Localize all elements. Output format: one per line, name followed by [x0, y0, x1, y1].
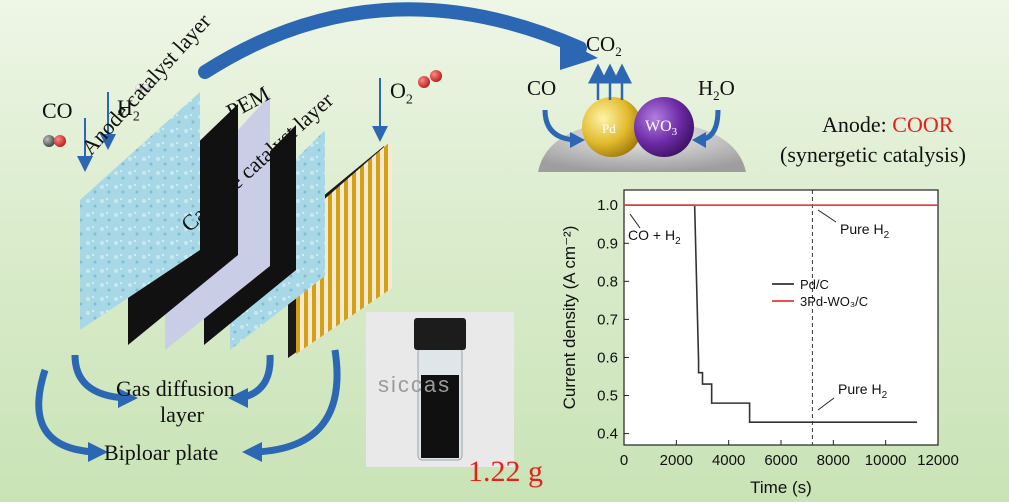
x-tick-label: 2000 [660, 452, 693, 469]
o2-molecule-a [418, 76, 430, 88]
plate-arrow-left [35, 368, 96, 456]
co-h2-pointer [629, 213, 641, 229]
y-tick-label: 0.9 [597, 235, 618, 252]
x-tick-label: 0 [620, 452, 628, 469]
o2-molecule-b [430, 70, 442, 82]
legend-label: Pd/C [800, 277, 829, 292]
x-tick-label: 6000 [764, 452, 797, 469]
transfer-arrow-head [560, 38, 598, 70]
x-tick-label: 10000 [865, 452, 907, 469]
wo3-particle [634, 97, 694, 157]
pure-h2-top-pointer [817, 209, 837, 223]
co-h2-annotation: CO + H2 [628, 227, 681, 247]
x-tick-label: 12000 [917, 452, 959, 469]
h2-input-label: H2 [117, 95, 140, 125]
bipolar-plate-stripes [296, 140, 392, 354]
plate-arrow-right-head [242, 442, 262, 462]
wo3-label: WO3 [645, 118, 678, 139]
co-molecule-carbon [43, 135, 55, 147]
gdl-arrow-left-head [118, 388, 138, 408]
bipolar-plate-label: Biploar plate [104, 440, 219, 465]
pure-h2-bottom-pointer [817, 397, 835, 411]
plot-area [623, 189, 939, 446]
synergetic-catalysis-label: (synergetic catalysis) [780, 142, 966, 167]
h2-molecule-b [143, 84, 151, 92]
co-molecule-oxygen [54, 135, 66, 147]
gdl-label-line1: Gas diffusion [116, 376, 235, 401]
vial-powder [421, 375, 459, 458]
gdl-arrow-left [71, 354, 126, 402]
x-tick-label: 4000 [712, 452, 745, 469]
mass-label: 1.22 g [468, 455, 543, 488]
co2-label: CO2 [586, 32, 622, 60]
co-reactant-label: CO [527, 76, 557, 100]
gas-diffusion-layer-anode [80, 92, 200, 330]
x-tick-label: 8000 [817, 452, 850, 469]
vial-cap [414, 318, 466, 350]
pd-particle [582, 97, 642, 157]
legend-label: 3Pd-WO₃/C [800, 294, 868, 309]
co-input-label: CO [42, 98, 73, 123]
y-tick-label: 0.6 [597, 349, 618, 366]
pure-h2-top-annotation: Pure H2 [840, 221, 890, 241]
y-tick-label: 0.5 [597, 388, 618, 405]
x-axis-label: Time (s) [750, 478, 812, 497]
gdl-arrow-right-head [228, 388, 248, 408]
y-tick-label: 1.0 [597, 197, 618, 214]
pure-h2-bottom-annotation: Pure H2 [838, 381, 888, 401]
h2o-label: H2O [698, 76, 735, 104]
pd-label: Pd [602, 121, 616, 136]
gdl-label-line2: layer [160, 402, 204, 427]
h2-molecule-a [135, 84, 143, 92]
o2-input-label: O2 [390, 78, 413, 108]
plate-arrow-right [254, 349, 341, 456]
y-tick-label: 0.4 [597, 426, 618, 443]
current-density-chart: 0 2000 4000 6000 8000 10000 12000 0.4 0.5 0.6 0.7 0… [560, 189, 959, 497]
y-axis-label: Current density (A cm⁻²) [560, 226, 579, 410]
series-line-pd-c [624, 204, 918, 423]
anode-reaction-label: Anode: COOR [822, 112, 954, 137]
y-tick-label: 0.7 [597, 311, 618, 328]
y-tick-label: 0.8 [597, 273, 618, 290]
vial-label-text: siccas [378, 372, 452, 397]
transfer-arrow [198, 2, 587, 79]
plate-arrow-left-head [88, 442, 108, 462]
